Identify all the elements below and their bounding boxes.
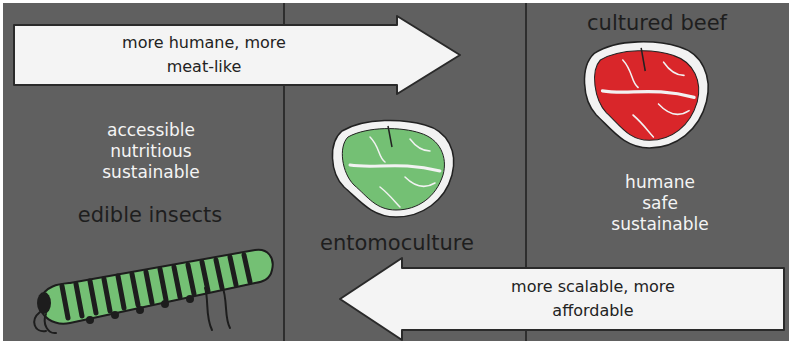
category-label: entomoculture [320,230,474,256]
category-label: cultured beef [587,10,727,36]
arrow-text: more scalable, more affordable [496,275,691,323]
category-label: edible insects [78,202,223,228]
arrow-text: more humane, more meat-like [109,31,299,79]
attribute-list: accessible nutritious sustainable [102,120,199,183]
caterpillar-illustration [34,250,272,333]
arrow-shape [12,14,462,96]
attribute-list: humane safe sustainable [611,172,708,235]
red-meat-illustration [584,42,708,148]
arrow-shape [338,256,786,342]
green-meat-illustration [332,120,453,217]
arrow-box: more scalable, more affordable [338,256,786,342]
arrow-box: more humane, more meat-like [12,14,462,96]
arrow-outline [14,16,460,94]
arrow-outline [340,258,784,340]
